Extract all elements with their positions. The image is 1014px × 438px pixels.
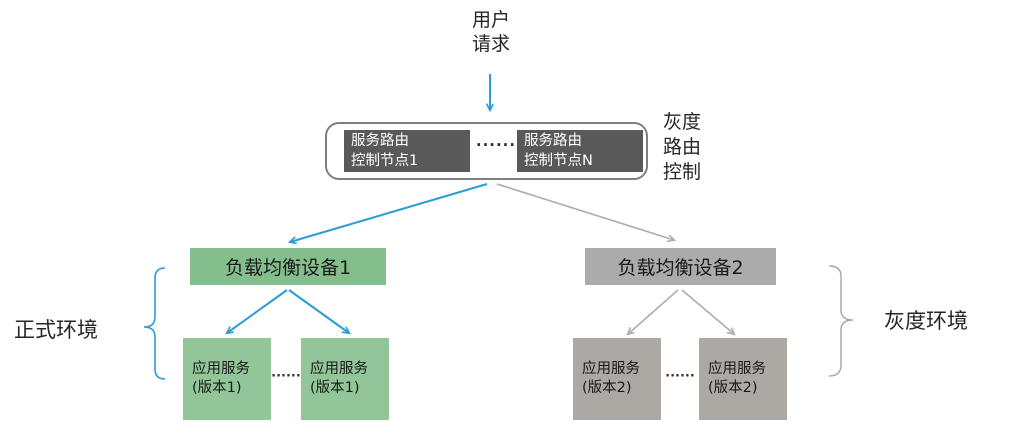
app-service-v2-b-box: 应用服务 (版本2) — [699, 338, 787, 420]
app-service-v2-a-box: 应用服务 (版本2) — [573, 338, 661, 420]
production-env-label: 正式环境 — [14, 318, 98, 342]
load-balancer-1-box: 负载均衡设备1 — [190, 248, 386, 285]
arrow-router-to-lb1 — [290, 183, 488, 242]
app-service-v1-b-box: 应用服务 (版本1) — [301, 338, 389, 420]
app-service-v1-a-box: 应用服务 (版本1) — [183, 338, 271, 420]
grey-env-bracket — [828, 265, 854, 377]
app-service-v2-b-label: 应用服务 (版本2) — [708, 361, 766, 396]
router-ellipsis: ······ — [475, 136, 517, 154]
arrow-lb1-to-service-b — [288, 289, 349, 333]
user-request-label: 用户 请求 — [471, 9, 510, 55]
arrow-lb2-to-service-d — [681, 289, 734, 334]
routing-control-container: 服务路由 控制节点1 ······ 服务路由 控制节点N — [325, 122, 648, 180]
load-balancer-2-box: 负载均衡设备2 — [585, 248, 776, 285]
service-routing-node-n: 服务路由 控制节点N — [517, 130, 643, 172]
app-service-v1-b-label: 应用服务 (版本1) — [310, 361, 368, 396]
service-ellipsis-right: ······ — [665, 369, 695, 384]
app-service-v1-a-label: 应用服务 (版本1) — [192, 361, 250, 396]
arrow-lb2-to-service-c — [628, 289, 679, 334]
arrow-router-to-lb2 — [496, 183, 674, 240]
app-service-v2-a-label: 应用服务 (版本2) — [582, 361, 640, 396]
service-routing-node-1: 服务路由 控制节点1 — [344, 130, 470, 172]
production-env-bracket — [143, 267, 166, 380]
arrow-lb1-to-service-a — [227, 289, 288, 333]
grey-env-label: 灰度环境 — [884, 309, 968, 333]
service-ellipsis-left: ······ — [271, 369, 301, 384]
grey-routing-control-label: 灰度 路由 控制 — [663, 111, 702, 183]
